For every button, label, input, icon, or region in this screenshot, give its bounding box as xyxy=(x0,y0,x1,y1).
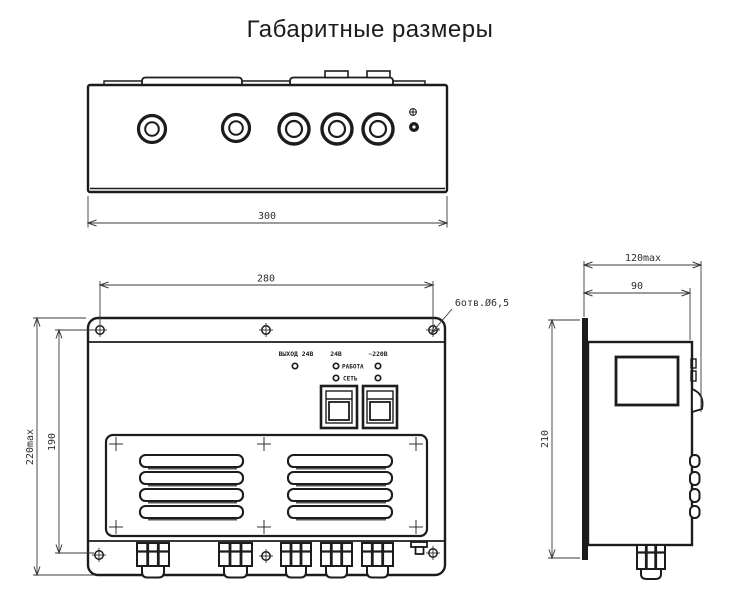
mounting-hole xyxy=(259,549,273,563)
vent-grille-panel xyxy=(104,433,429,538)
led-indicators xyxy=(291,362,382,382)
earth-symbol-icon xyxy=(409,108,417,116)
dimension-210 xyxy=(548,318,580,560)
gland-circle-1-inner xyxy=(144,121,160,137)
louver xyxy=(286,453,394,469)
gland-circle-4 xyxy=(320,112,354,146)
dimension-120max xyxy=(582,261,703,412)
dim-label-280: 280 xyxy=(257,274,275,285)
dimension-190 xyxy=(55,328,94,555)
label-power: СЕТЬ xyxy=(343,376,358,383)
led-power-220v xyxy=(374,374,382,382)
ground-screw-top-center xyxy=(412,125,416,129)
dim-label-190: 190 xyxy=(47,433,58,451)
lid-rim-line xyxy=(103,80,426,85)
cable-gland-circles xyxy=(136,112,395,146)
dimension-280 xyxy=(98,281,435,327)
cable-gland xyxy=(218,542,253,579)
dimension-300 xyxy=(86,196,449,228)
top-view: 300 xyxy=(86,70,449,228)
louver xyxy=(138,453,245,469)
gland-circle-5-inner xyxy=(368,119,388,139)
cable-gland xyxy=(280,542,312,579)
cross-mark xyxy=(257,520,271,534)
louver xyxy=(138,487,245,503)
mounting-hole xyxy=(259,323,273,337)
top-view-case-outline xyxy=(86,83,449,194)
side-window xyxy=(614,355,680,407)
side-view: 120max 90 210 xyxy=(540,253,704,580)
louver xyxy=(286,504,394,520)
grille-cross-marks xyxy=(109,437,423,534)
dim-label-120max: 120max xyxy=(625,253,661,264)
front-view: ВЫХОД 24В 24В ~220В РАБОТА СЕТЬ xyxy=(25,274,509,579)
terminal-block-2 xyxy=(366,70,391,79)
cross-mark xyxy=(109,520,123,534)
louver-bump xyxy=(689,505,701,519)
front-cable-glands xyxy=(136,542,394,579)
label-output-24v: ВЫХОД 24В xyxy=(279,350,314,358)
gland-circle-3 xyxy=(277,112,311,146)
louver-bump xyxy=(689,454,701,468)
gland-circle-3-inner xyxy=(284,119,304,139)
gland-circle-2 xyxy=(220,112,252,144)
mounting-hole xyxy=(426,546,440,560)
cable-gland xyxy=(136,542,170,579)
terminal-block-1 xyxy=(324,70,349,79)
led-work-220v xyxy=(374,362,382,370)
cross-mark xyxy=(409,520,423,534)
rocker-switch-left xyxy=(319,384,359,430)
cross-mark xyxy=(109,437,123,451)
mounting-hole xyxy=(92,548,106,562)
gland-circle-5 xyxy=(361,112,395,146)
side-cable-gland xyxy=(636,544,666,580)
gland-circle-4-inner xyxy=(327,119,347,139)
gland-circle-2-inner xyxy=(228,120,244,136)
holes-note-label: 6отв.Ø6,5 xyxy=(455,297,509,309)
top-tab-left xyxy=(141,76,243,86)
mounting-flange-bar xyxy=(582,318,588,560)
dim-label-220max: 220max xyxy=(25,429,36,465)
page-title: Габаритные размеры xyxy=(246,16,494,43)
dimension-220max xyxy=(33,316,95,577)
led-power-24v xyxy=(332,374,340,382)
side-bump-2 xyxy=(690,370,697,382)
louver xyxy=(286,487,394,503)
louver xyxy=(138,504,245,520)
louver-slots-left xyxy=(138,453,245,521)
dimension-90 xyxy=(582,288,692,340)
louver-bump xyxy=(689,488,701,503)
ground-terminal-front xyxy=(410,541,428,555)
louver xyxy=(286,470,394,486)
dim-label-90: 90 xyxy=(631,281,643,292)
label-24v: 24В xyxy=(330,350,342,358)
louver-slots-right xyxy=(286,453,394,521)
side-bump-1 xyxy=(690,358,697,369)
side-louver-bumps xyxy=(689,454,701,519)
holes-note-leader xyxy=(430,308,453,335)
led-output-24v xyxy=(291,362,299,370)
side-case-outline xyxy=(586,340,694,547)
rocker-switch-right xyxy=(361,384,399,430)
cable-gland xyxy=(320,542,353,579)
label-220v: ~220В xyxy=(368,350,387,358)
cross-mark xyxy=(409,437,423,451)
label-work: РАБОТА xyxy=(342,364,364,371)
dim-label-210: 210 xyxy=(540,430,551,448)
gland-circle-1 xyxy=(136,113,168,145)
cross-mark xyxy=(257,437,271,451)
louver-bump xyxy=(689,471,701,486)
led-work-24v xyxy=(332,362,340,370)
front-case-outline xyxy=(86,316,447,577)
cable-gland xyxy=(361,542,394,579)
switch-lever-side xyxy=(691,387,704,414)
louver xyxy=(138,470,245,486)
dim-label-300: 300 xyxy=(258,211,276,222)
